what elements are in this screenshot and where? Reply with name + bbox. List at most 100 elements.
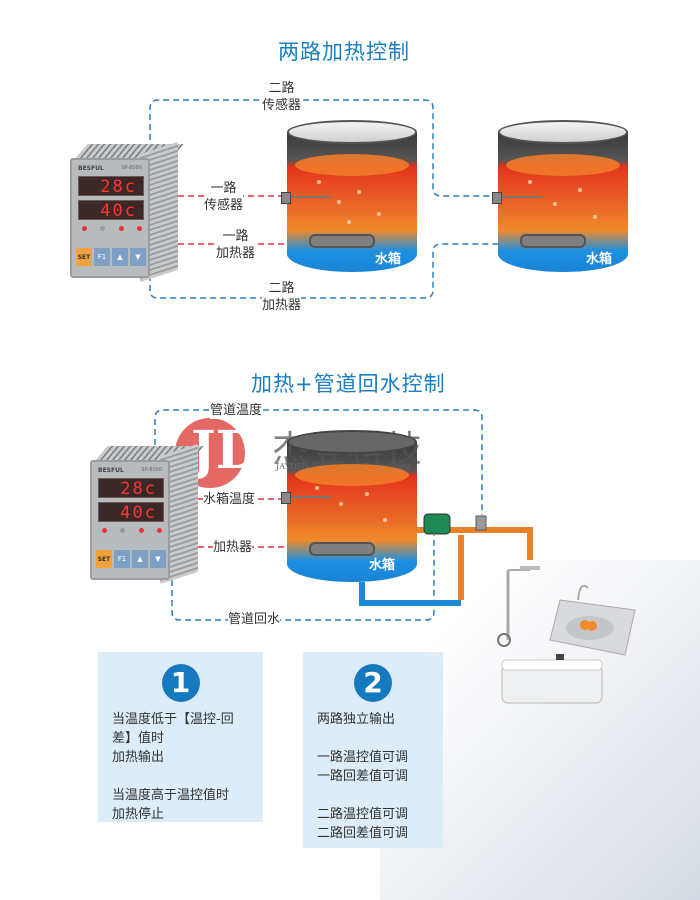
bubble: [315, 486, 319, 490]
up-button[interactable]: ▲: [132, 550, 148, 568]
tank-label: 水箱: [586, 252, 613, 267]
pipe-return-line: [171, 535, 435, 621]
water-tank-1: 水箱: [281, 120, 417, 280]
controller-brand: BESFUL: [98, 467, 124, 474]
pump: [423, 513, 451, 535]
led-rt1: [138, 528, 144, 533]
temperature-controller-2: BESFUL SP-8000 28c 40c SET F1 ▲ ▼: [90, 443, 204, 585]
temperature-controller-1: BESFUL SP-8000 28c 40c SET F1 ▲ ▼: [70, 141, 184, 283]
led-rt2: [136, 226, 142, 231]
info-line: 一路温控值可调: [317, 750, 409, 765]
water-surface: [506, 154, 620, 176]
led-r2: [120, 528, 126, 533]
indicator-leds: [102, 528, 162, 533]
sensor-probe: [281, 492, 331, 504]
label-heater2-line2: 加热器: [262, 298, 302, 313]
label-sensor1: 一路 传感器: [204, 180, 244, 214]
info-line: 差】值时: [112, 731, 165, 746]
water-tank-3: 水箱: [281, 430, 417, 590]
bubble: [377, 212, 381, 216]
label-heater2-line1: 二路: [268, 281, 295, 296]
water-tank-2: 水箱: [492, 120, 628, 280]
info-line: 两路独立输出: [317, 712, 396, 727]
label-tank-temp: 水箱温度: [203, 491, 256, 508]
water-surface: [295, 154, 409, 176]
route2-heater-line: [149, 243, 500, 299]
down-button[interactable]: ▼: [150, 550, 166, 568]
display-top: 28c: [78, 176, 144, 197]
led-rt2: [156, 528, 162, 533]
spacer: [317, 729, 429, 748]
info-line: 加热停止: [112, 807, 165, 822]
step-number-2: 2: [354, 664, 392, 702]
label-sensor1-line2: 传感器: [204, 198, 244, 213]
indicator-leds: [82, 226, 142, 231]
bubble: [383, 518, 387, 522]
f1-button[interactable]: F1: [114, 550, 130, 568]
controller-buttons: SET F1 ▲ ▼: [96, 550, 166, 568]
display-bottom: 40c: [78, 200, 144, 221]
bubble: [347, 220, 351, 224]
up-button[interactable]: ▲: [112, 248, 128, 266]
bubble: [339, 502, 343, 506]
heating-element: [520, 234, 586, 248]
led-r1: [82, 226, 87, 231]
bubble: [578, 188, 582, 192]
label-sensor2-line2: 传感器: [262, 98, 302, 113]
section1-title: 两路加热控制: [278, 40, 410, 64]
label-heater2: 二路 加热器: [262, 280, 302, 314]
set-button[interactable]: SET: [96, 550, 112, 568]
label-sensor1-line1: 一路: [210, 181, 237, 196]
led-r2: [100, 226, 106, 231]
shower-icon: [497, 566, 540, 647]
logo-text: JD: [191, 420, 261, 481]
info-line: 一路回差值可调: [317, 769, 409, 784]
info-box-2: 2 两路独立输出 一路温控值可调 一路回差值可调 二路温控值可调 二路回差值可调: [303, 652, 443, 848]
section2-title: 加热+管道回水控制: [251, 372, 446, 396]
label-heater1: 一路 加热器: [216, 228, 256, 262]
set-button[interactable]: SET: [76, 248, 92, 266]
pipe-temp-line: [154, 409, 483, 515]
label-sensor2-line1: 二路: [268, 81, 295, 96]
heating-element: [309, 542, 375, 556]
tank-rim: [498, 120, 628, 144]
sensor-probe: [281, 192, 331, 204]
return-water-pipe: [359, 582, 461, 606]
sensor-probe: [492, 192, 542, 204]
tank-rim: [287, 430, 417, 454]
fixtures-illustration: [497, 566, 636, 704]
tank-rim: [287, 120, 417, 144]
water-surface: [295, 464, 409, 486]
label-pipe-temp: 管道温度: [210, 402, 263, 419]
hot-water-pipe: [408, 527, 533, 560]
sink-icon: [549, 584, 636, 656]
f1-button[interactable]: F1: [94, 248, 110, 266]
pipe-sensor: [475, 515, 487, 531]
step-number-1: 1: [161, 664, 200, 702]
controller-model: SP-8000: [121, 165, 142, 171]
label-heater: 加热器: [213, 539, 253, 556]
bathtub-icon: [501, 654, 603, 704]
controller-face: BESFUL SP-8000 28c 40c SET F1 ▲ ▼: [70, 158, 150, 278]
info-line: 二路回差值可调: [317, 826, 409, 841]
info-box-1: 1 当温度低于【温控-回 差】值时 加热输出 当温度高于温控值时 加热停止: [98, 652, 263, 822]
tank-label: 水箱: [369, 558, 396, 573]
tank-label: 水箱: [375, 252, 402, 267]
info-line: 二路温控值可调: [317, 807, 409, 822]
controller-brand: BESFUL: [78, 165, 104, 172]
spacer: [112, 767, 249, 786]
label-heater1-line1: 一路: [222, 229, 249, 244]
info-line: 加热输出: [112, 750, 165, 765]
label-pipe-return: 管道回水: [228, 611, 281, 628]
bubble: [553, 202, 557, 206]
route2-sensor-line: [149, 99, 500, 197]
label-heater1-line2: 加热器: [216, 246, 256, 261]
down-button[interactable]: ▼: [130, 248, 146, 266]
led-r1: [102, 528, 107, 533]
info-line: 当温度低于【温控-回: [112, 712, 234, 727]
bubble: [337, 200, 341, 204]
display-top: 28c: [98, 478, 164, 499]
controller-buttons: SET F1 ▲ ▼: [76, 248, 146, 266]
heating-element: [309, 234, 375, 248]
bubble: [528, 180, 532, 184]
